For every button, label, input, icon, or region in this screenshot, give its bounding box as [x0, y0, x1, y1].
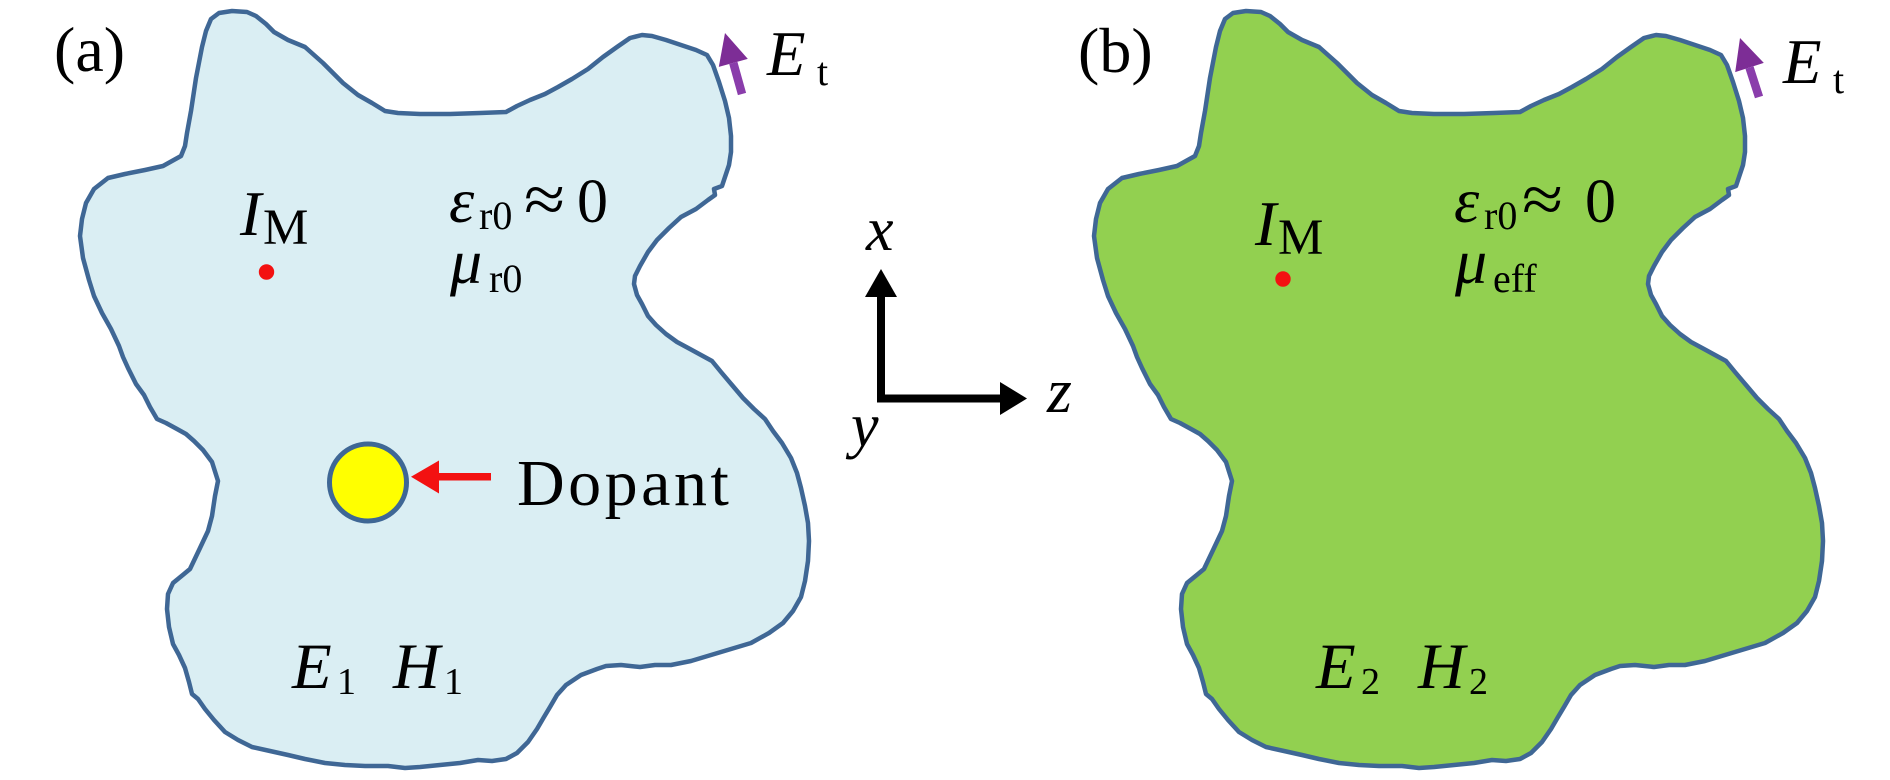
svg-text:x: x: [865, 196, 894, 264]
svg-text:ε: ε: [449, 165, 475, 236]
svg-text:H: H: [1417, 631, 1468, 703]
svg-text:z: z: [1046, 355, 1072, 426]
svg-text:y: y: [845, 392, 879, 460]
svg-text:E: E: [766, 19, 805, 89]
svg-text:1: 1: [337, 661, 356, 703]
svg-text:t: t: [817, 49, 828, 94]
svg-text:≈: ≈: [524, 161, 565, 237]
svg-text:ε: ε: [1454, 165, 1480, 236]
svg-text:0: 0: [1585, 168, 1616, 236]
svg-text:r0: r0: [489, 256, 522, 301]
svg-text:M: M: [1278, 210, 1323, 266]
svg-text:Dopant: Dopant: [517, 447, 732, 520]
svg-text:E: E: [1315, 631, 1356, 703]
svg-text:E: E: [1782, 27, 1821, 97]
svg-text:0: 0: [577, 168, 608, 236]
svg-text:1: 1: [444, 661, 463, 703]
svg-text:t: t: [1833, 57, 1844, 102]
svg-text:(b): (b): [1078, 15, 1153, 86]
svg-text:r0: r0: [479, 193, 512, 238]
svg-text:r0: r0: [1484, 193, 1517, 238]
svg-text:eff: eff: [1493, 256, 1537, 301]
svg-text:I: I: [239, 178, 264, 249]
svg-text:I: I: [1254, 188, 1279, 259]
svg-text:2: 2: [1469, 661, 1488, 703]
svg-text:E: E: [291, 631, 332, 703]
svg-text:H: H: [392, 631, 443, 703]
svg-text:μ: μ: [1454, 226, 1487, 297]
svg-text:2: 2: [1361, 661, 1380, 703]
svg-text:(a): (a): [54, 14, 125, 85]
svg-text:M: M: [263, 200, 308, 256]
svg-text:μ: μ: [449, 226, 482, 297]
svg-text:≈: ≈: [1522, 161, 1563, 237]
